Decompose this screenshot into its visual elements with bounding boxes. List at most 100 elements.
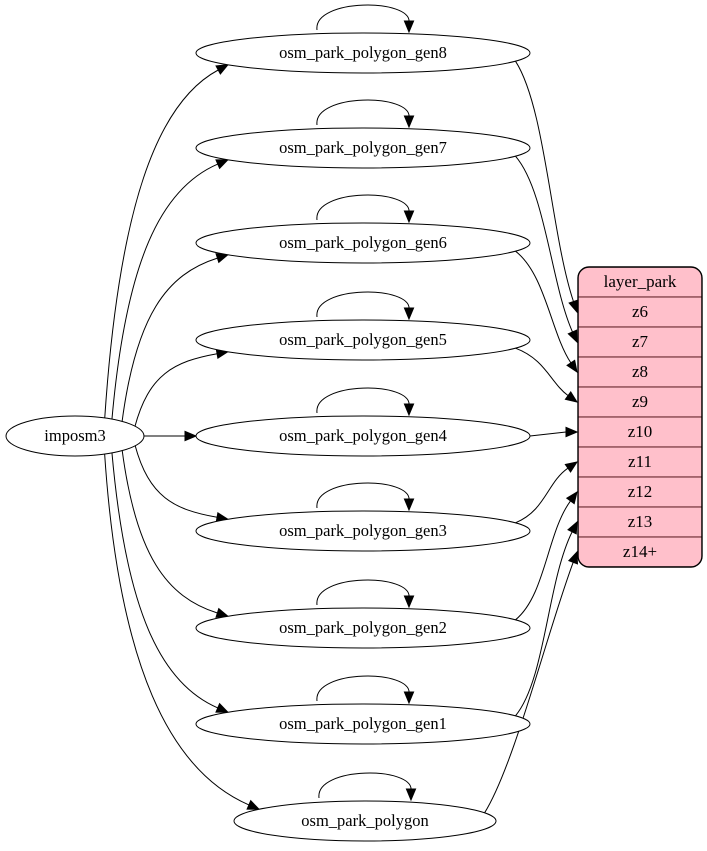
edge-gen6-to-z8: [515, 250, 578, 374]
edge-path: [121, 449, 218, 614]
table-row-rect: [578, 386, 702, 418]
table-outline: [577, 266, 703, 568]
arrow-head: [403, 210, 415, 224]
edge-gen3-to-z11: [515, 461, 579, 524]
table-row-rect: [578, 536, 702, 567]
node-ellipse-shape: [195, 415, 531, 457]
self-loop-gen4: [316, 387, 415, 417]
node-gen1[interactable]: osm_park_polygon_gen1: [195, 703, 531, 745]
node-ellipse-shape: [5, 415, 145, 457]
node-label-gen7: osm_park_polygon_gen7: [279, 138, 447, 157]
self-loop-path: [316, 387, 410, 414]
table-row-label: z14+: [623, 542, 657, 561]
node-gen3[interactable]: osm_park_polygon_gen3: [195, 510, 531, 552]
arrow-head: [403, 403, 415, 417]
edge-imposm3-to-gen3: [134, 444, 230, 523]
arrow-head: [564, 461, 579, 473]
self-loop-path: [316, 4, 410, 31]
node-ellipse-shape: [195, 222, 531, 264]
edge-imposm3-to-gen4: [141, 430, 198, 442]
self-loop-base: [318, 772, 417, 802]
arrow-head: [403, 20, 415, 34]
self-loop-gen3: [316, 482, 415, 512]
table-row-z8[interactable]: z8: [578, 356, 702, 388]
edge-imposm3-to-base: [104, 453, 261, 810]
edges-layer: [104, 4, 579, 814]
edge-imposm3-to-gen1: [111, 452, 230, 713]
self-loop-path: [316, 579, 410, 606]
table-row-rect: [578, 326, 702, 358]
table-row-z10[interactable]: z10: [578, 416, 702, 448]
arrow-head: [403, 595, 415, 609]
self-loop-path: [316, 99, 410, 126]
self-loop-gen6: [316, 194, 415, 224]
table-row-z13[interactable]: z13: [578, 506, 702, 538]
table-row-z12[interactable]: z12: [578, 476, 702, 508]
arrow-head: [215, 64, 230, 75]
edge-imposm3-to-gen7: [111, 159, 230, 420]
table-row-label: z13: [628, 512, 653, 531]
node-imposm3[interactable]: imposm3: [5, 415, 145, 457]
table-row-rect: [578, 416, 702, 448]
arrow-head: [565, 426, 579, 438]
edge-path: [515, 531, 573, 717]
edge-path: [484, 562, 574, 814]
edge-path: [515, 467, 569, 524]
node-gen2[interactable]: osm_park_polygon_gen2: [195, 607, 531, 649]
table-row-z9[interactable]: z9: [578, 386, 702, 418]
table-header-cell: layer_park: [578, 267, 702, 298]
table-row-label: z8: [632, 362, 648, 381]
node-gen6[interactable]: osm_park_polygon_gen6: [195, 222, 531, 264]
arrow-head: [403, 307, 415, 321]
self-loop-path: [318, 772, 412, 799]
node-ellipse-shape: [195, 703, 531, 745]
nodes-layer: imposm3 osm_park_polygon_gen8 osm_park_pol…: [5, 32, 531, 842]
edge-path: [111, 163, 218, 420]
edge-path: [104, 69, 219, 419]
arrow-head: [566, 359, 578, 374]
table-row-z11[interactable]: z11: [578, 446, 702, 478]
table-row-label: z7: [632, 332, 649, 351]
arrow-head: [184, 430, 198, 442]
node-label-gen2: osm_park_polygon_gen2: [279, 618, 447, 637]
node-gen8[interactable]: osm_park_polygon_gen8: [195, 32, 531, 74]
node-gen5[interactable]: osm_park_polygon_gen5: [195, 319, 531, 361]
node-label-gen8: osm_park_polygon_gen8: [279, 43, 447, 62]
arrow-head: [403, 115, 415, 129]
table-row-label: z12: [628, 482, 653, 501]
edge-gen8-to-z6: [515, 60, 579, 314]
edge-path: [111, 452, 218, 709]
edge-path: [134, 444, 218, 518]
table-row-z14+[interactable]: z14+: [578, 536, 702, 567]
node-gen7[interactable]: osm_park_polygon_gen7: [195, 127, 531, 169]
edge-path: [515, 155, 573, 333]
table-row-label: z6: [632, 302, 648, 321]
edge-gen7-to-z7: [515, 155, 578, 344]
edge-path: [134, 353, 218, 428]
node-ellipse-shape: [195, 127, 531, 169]
node-label-imposm3: imposm3: [44, 426, 105, 445]
self-loop-gen5: [316, 291, 415, 321]
arrow-head: [403, 691, 415, 705]
node-base[interactable]: osm_park_polygon: [233, 800, 497, 842]
self-loop-gen1: [316, 675, 415, 705]
edge-imposm3-to-gen5: [134, 348, 230, 428]
node-ellipse-shape: [195, 510, 531, 552]
node-gen4[interactable]: osm_park_polygon_gen4: [195, 415, 531, 457]
table-row-label: z11: [628, 452, 652, 471]
arrow-head: [405, 788, 417, 802]
node-ellipse-shape: [195, 607, 531, 649]
table-row-z7[interactable]: z7: [578, 326, 702, 358]
edge-imposm3-to-gen8: [104, 64, 230, 419]
edge-path: [515, 60, 574, 302]
edge-path: [515, 500, 571, 621]
table-row-z6[interactable]: z6: [578, 296, 702, 328]
node-label-base: osm_park_polygon: [301, 811, 428, 830]
node-label-gen4: osm_park_polygon_gen4: [279, 426, 447, 445]
edge-gen2-to-z12: [515, 490, 578, 621]
self-loop-gen8: [316, 4, 415, 34]
self-loop-path: [316, 482, 410, 509]
edge-gen5-to-z9: [515, 347, 579, 403]
